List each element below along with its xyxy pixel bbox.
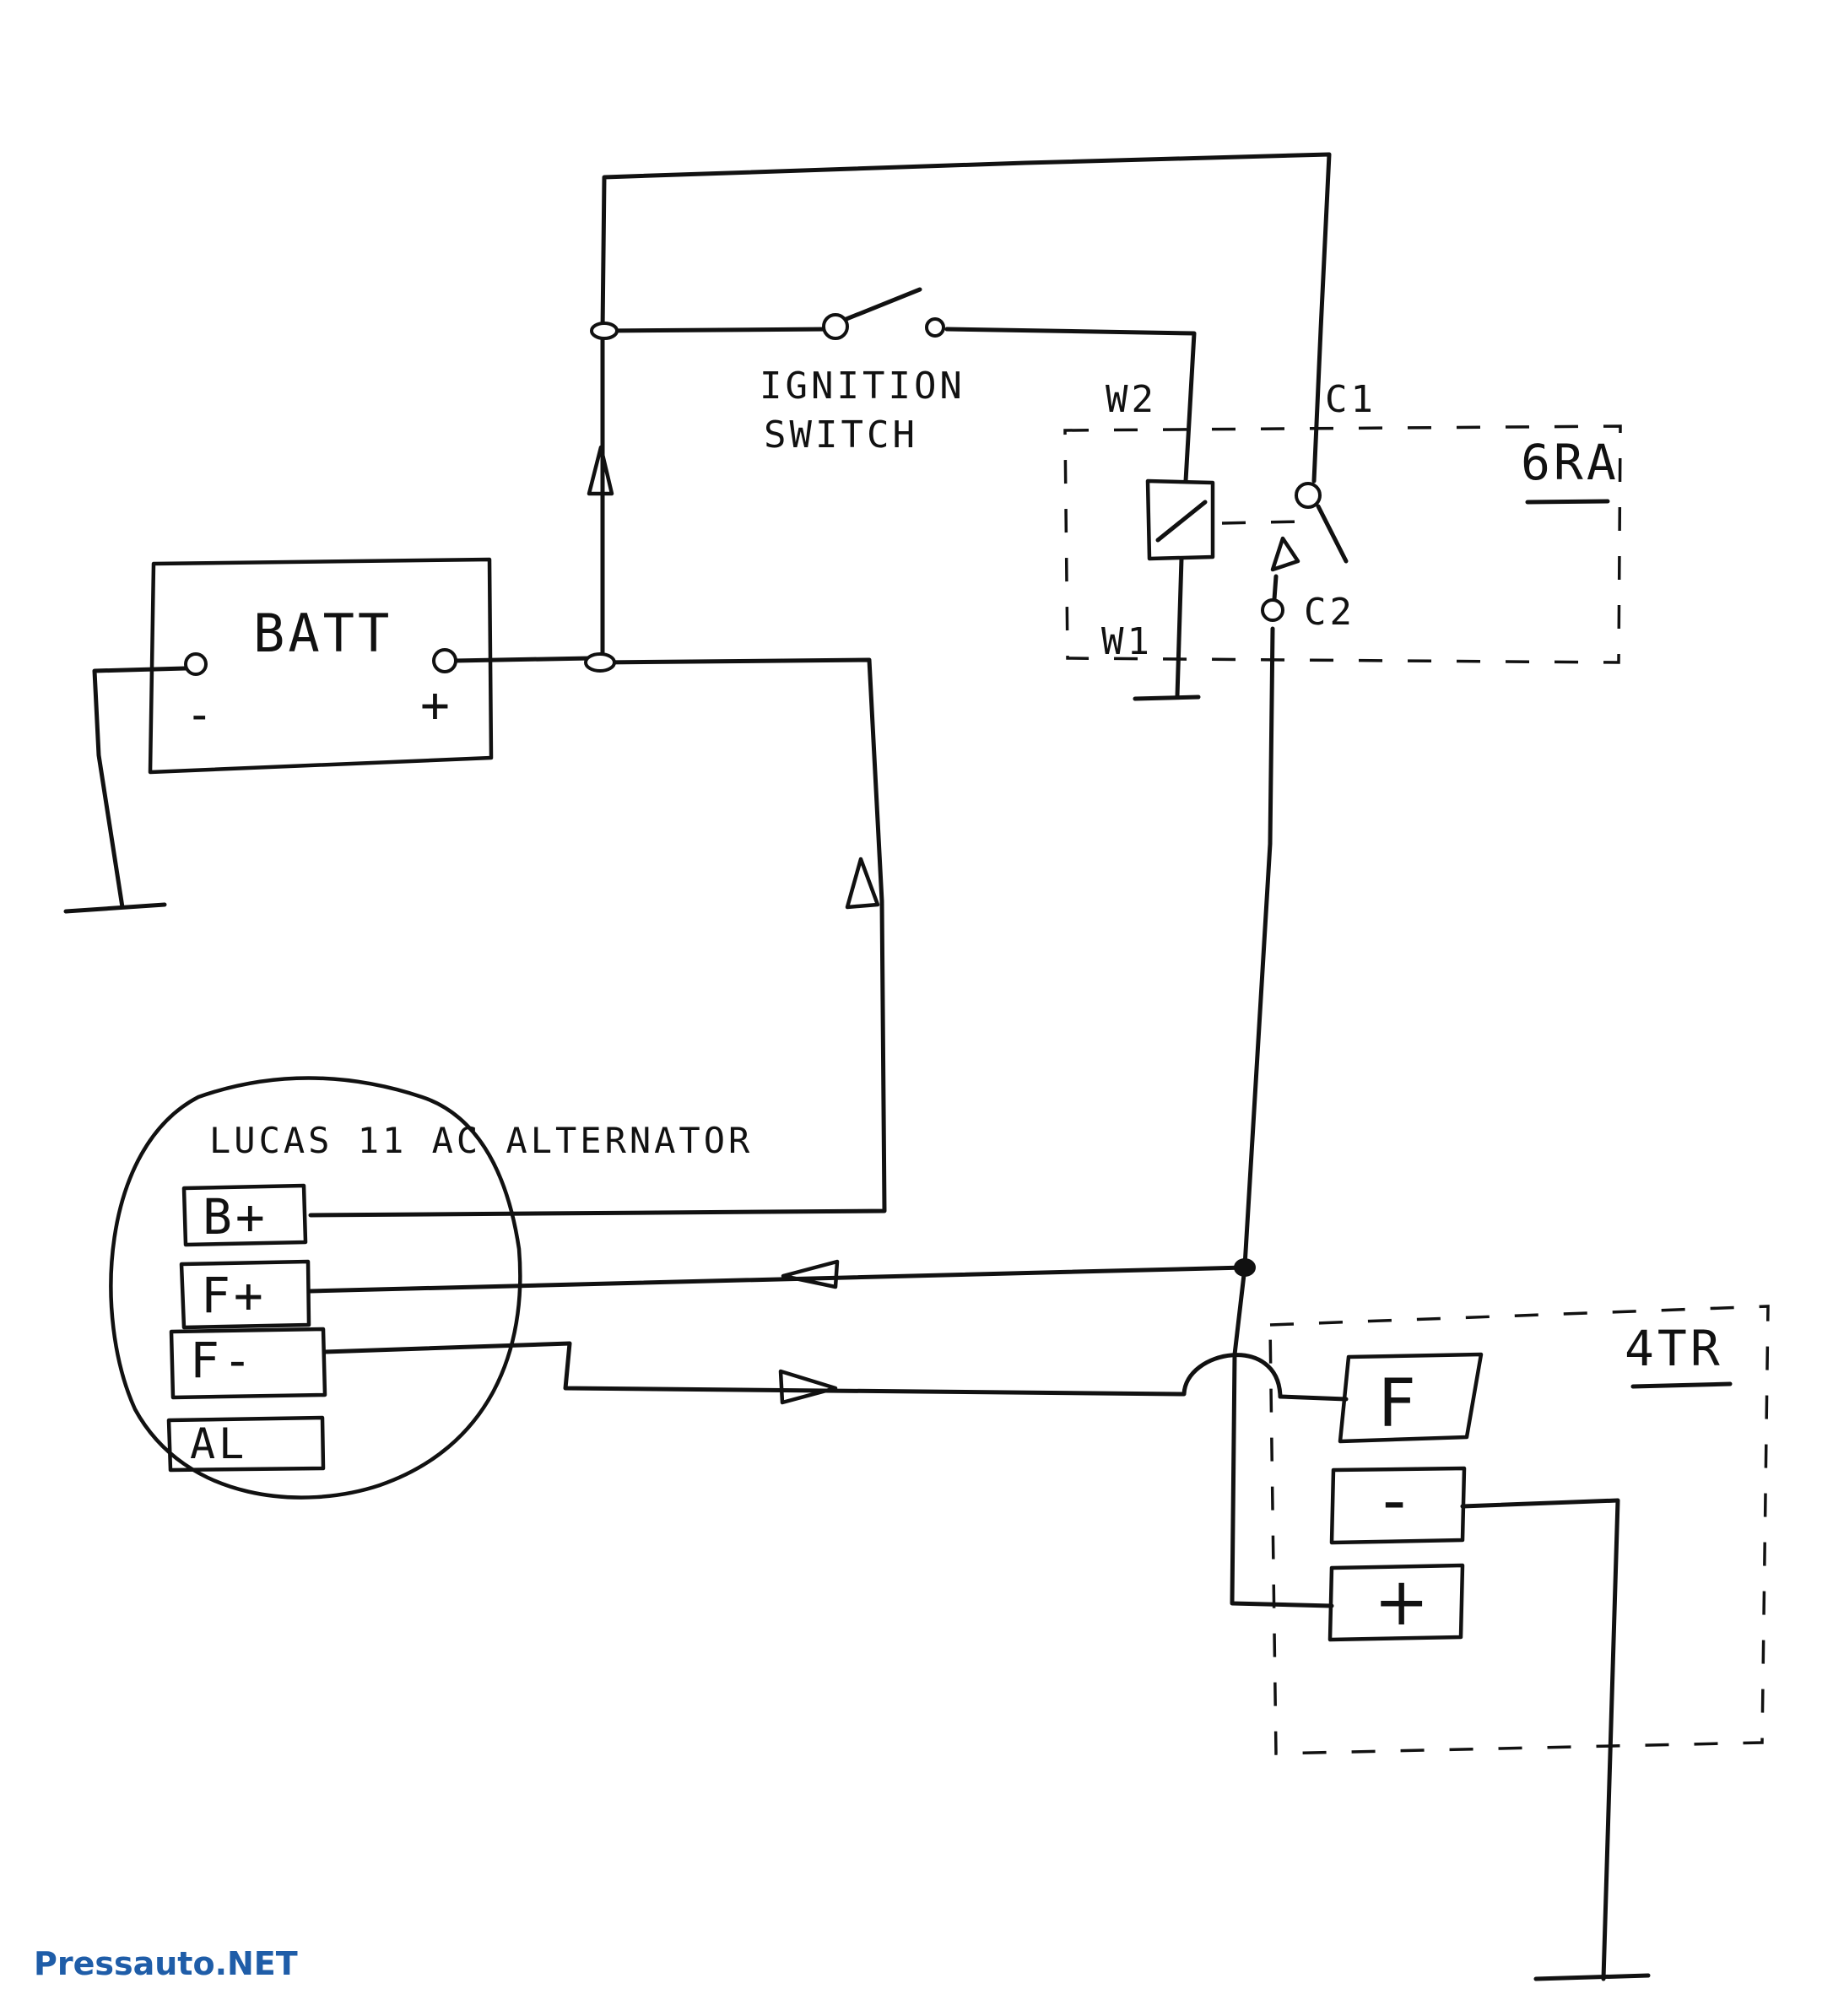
- junction-nodes: [584, 313, 1322, 1277]
- regulator-terminal-f-label: F: [1378, 1366, 1416, 1442]
- alternator-title: LUCAS 11 AC ALTERNATOR: [209, 1120, 753, 1161]
- relay-c2-label: C2: [1304, 591, 1355, 634]
- watermark[interactable]: Pressauto.NET: [34, 1945, 298, 1982]
- wire-battery-positive: [451, 656, 593, 663]
- arrow-up-left: [587, 445, 614, 496]
- regulator-dashed-outline: [1268, 1305, 1770, 1755]
- ignition-label-line2: SWITCH: [764, 413, 918, 457]
- relay-coil-diagonal: [1155, 500, 1208, 543]
- wire-regulator-negative: [1460, 1498, 1620, 1981]
- wire-battery-negative: [92, 666, 188, 910]
- battery-neg-terminal: [184, 652, 208, 676]
- arrow-left-fplus: [781, 1259, 840, 1289]
- flow-arrows: [587, 445, 1300, 1405]
- relay-contact-blade: [1316, 504, 1349, 564]
- alternator-terminal-fplus-label: F+: [201, 1267, 267, 1324]
- regulator-name: 4TR: [1625, 1320, 1723, 1377]
- wire-junction-to-regulator: [1230, 1265, 1334, 1608]
- arrow-relay-contact: [1270, 536, 1300, 572]
- relay-6ra: 6RA W2 W1 C1 C2: [1063, 378, 1622, 664]
- ground-regulator: [1533, 1973, 1651, 1981]
- alternator-terminal-fminus-label: F-: [190, 1332, 256, 1389]
- ignition-switch-contact-2: [925, 317, 945, 338]
- alternator-circle: [109, 1076, 522, 1500]
- ignition-switch: IGNITION SWITCH: [760, 365, 965, 457]
- alternator-terminal-fminus: [169, 1327, 327, 1400]
- battery-box: [148, 557, 494, 775]
- wire-c2-down: [1242, 626, 1275, 1268]
- wire-w1-ground: [1175, 556, 1184, 699]
- relay-coil-link: [1221, 520, 1305, 525]
- ground-battery: [63, 902, 167, 914]
- regulator-terminal-neg-label: -: [1382, 1463, 1406, 1539]
- relay-c1-terminal: [1295, 482, 1322, 509]
- wire-fplus: [308, 1265, 1247, 1294]
- ignition-switch-contact-1: [822, 313, 849, 340]
- alternator-terminal-al: [166, 1415, 326, 1473]
- battery-pos-terminal: [432, 648, 457, 673]
- wire-ignition-to-w2: [944, 327, 1197, 484]
- wire-to-ignition-switch: [600, 327, 833, 333]
- wires: [63, 152, 1651, 1981]
- relay-dashed-outline: [1063, 424, 1622, 664]
- alternator-terminal-bplus: [181, 1183, 308, 1247]
- alternator-terminal-al-label: AL: [190, 1419, 247, 1468]
- battery-pos-sign: +: [420, 676, 453, 733]
- alternator-terminal-fplus: [179, 1259, 311, 1330]
- wire-battery-to-alternator-bplus: [308, 657, 887, 1218]
- alternator: LUCAS 11 AC ALTERNATOR B+ F+ F- AL: [109, 1076, 753, 1500]
- ignition-label-line1: IGNITION: [760, 365, 965, 408]
- regulator-name-underline: [1630, 1381, 1733, 1389]
- arrow-right-fminus: [778, 1369, 838, 1405]
- relay-w2-label: W2: [1106, 378, 1157, 421]
- ground-relay: [1133, 695, 1201, 701]
- regulator-terminal-pos-label: +: [1374, 1565, 1429, 1640]
- ignition-switch-blade: [840, 287, 922, 323]
- relay-c2-terminal: [1261, 598, 1284, 622]
- relay-name-underline: [1525, 499, 1610, 505]
- relay-c1-label: C1: [1325, 378, 1376, 421]
- alternator-terminal-bplus-label: B+: [203, 1188, 268, 1246]
- battery-neg-sign: -: [186, 688, 217, 741]
- node-battery: [584, 652, 616, 673]
- relay-w1-label: W1: [1101, 620, 1153, 663]
- regulator-terminal-neg: [1329, 1466, 1467, 1545]
- wire-top-loop: [600, 152, 1332, 484]
- relay-contact-stem: [1272, 574, 1279, 602]
- wire-to-regulator-f: [1278, 1394, 1349, 1402]
- relay-name: 6RA: [1521, 434, 1619, 491]
- battery: BATT - +: [148, 557, 494, 775]
- battery-label: BATT: [253, 603, 392, 664]
- node-junction: [1234, 1258, 1256, 1277]
- wire-fminus: [322, 1341, 1283, 1399]
- regulator-terminal-f: [1338, 1352, 1484, 1444]
- regulator-terminal-pos: [1327, 1563, 1465, 1642]
- relay-coil: [1145, 478, 1215, 561]
- regulator-4tr: 4TR F - +: [1268, 1305, 1770, 1755]
- node-ignition: [590, 322, 619, 340]
- arrow-up-right: [845, 857, 880, 910]
